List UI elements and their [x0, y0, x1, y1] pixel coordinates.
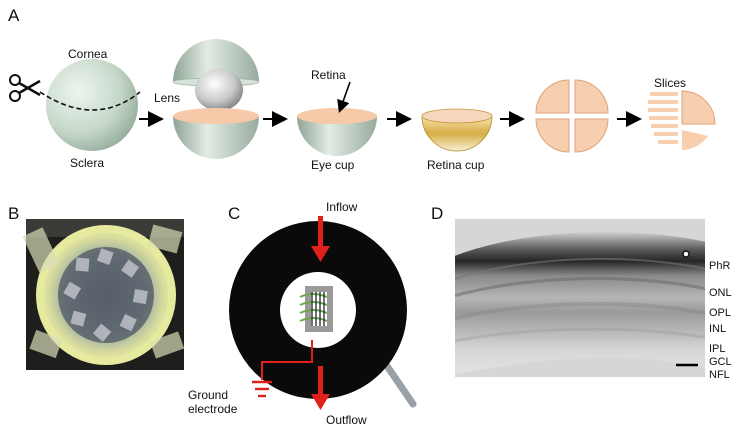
label-lens: Lens — [154, 91, 181, 105]
layer-label: INL — [709, 323, 727, 335]
electrode-array — [299, 286, 333, 332]
retina-pointer — [337, 81, 351, 114]
panel-label-a: A — [8, 6, 20, 25]
label-ground: Ground — [188, 388, 229, 402]
panel-label-b: B — [8, 204, 20, 223]
eyeball — [46, 59, 138, 151]
label-sclera: Sclera — [70, 156, 105, 170]
retina-slices — [648, 90, 716, 150]
layer-label: PhR — [709, 260, 731, 272]
label-eye-cup: Eye cup — [311, 158, 355, 172]
cut-line — [39, 91, 141, 111]
panel-label-d: D — [431, 204, 444, 223]
panel-label-c: C — [228, 204, 241, 223]
ground-wire — [261, 340, 313, 380]
layer-label: GCL — [709, 356, 732, 368]
chamber-photo — [22, 219, 185, 370]
retina-micrograph — [455, 219, 705, 377]
retina-quarters — [535, 79, 609, 153]
layer-label: NFL — [709, 369, 730, 381]
eye-cup-bottom — [173, 116, 259, 159]
label-outflow: Outflow — [326, 413, 367, 427]
eye-cup — [297, 116, 377, 156]
lens — [195, 69, 243, 111]
label-retina: Retina — [311, 68, 346, 82]
outflow-arrow — [311, 366, 330, 410]
perfusion-chamber — [229, 216, 417, 410]
layer-label: IPL — [709, 343, 726, 355]
cornea-cap — [173, 39, 259, 82]
layer-label: ONL — [709, 287, 732, 299]
scissors-icon — [9, 74, 41, 102]
inflow-arrow — [311, 216, 330, 262]
label-inflow: Inflow — [326, 200, 358, 214]
label-retina-cup: Retina cup — [427, 158, 485, 172]
label-electrode: electrode — [188, 402, 238, 416]
retina-cup — [421, 115, 493, 152]
ground-symbol — [252, 380, 272, 398]
label-cornea: Cornea — [68, 47, 108, 61]
layer-label: OPL — [709, 307, 732, 319]
label-slices: Slices — [654, 76, 687, 90]
